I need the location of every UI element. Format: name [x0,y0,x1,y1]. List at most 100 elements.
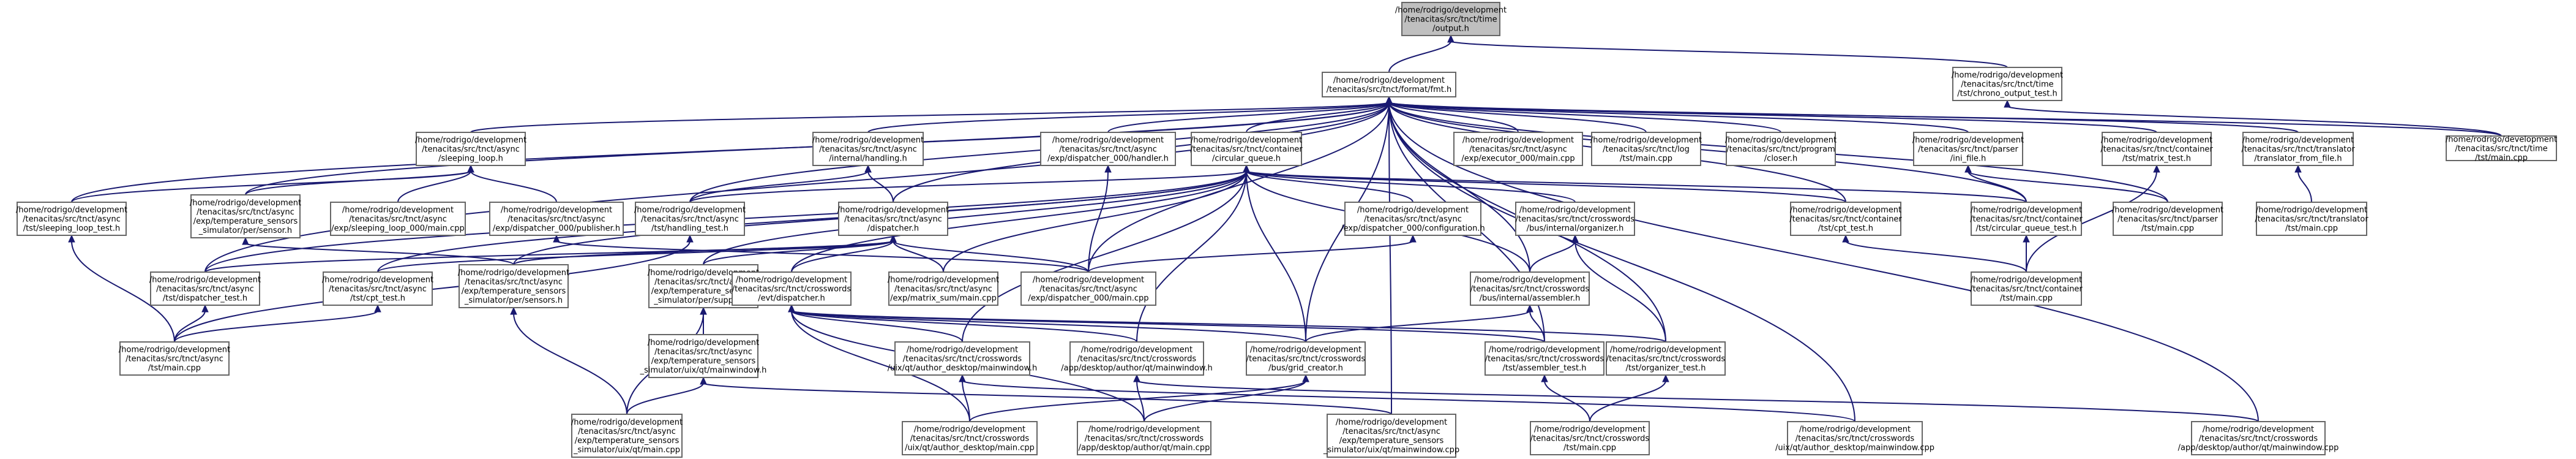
file-node[interactable]: /home/rodrigo/development/tenacitas/src/… [1470,271,1590,306]
file-node[interactable]: /home/rodrigo/development/tenacitas/src/… [2178,421,2339,455]
file-node[interactable]: /home/rodrigo/development/tenacitas/src/… [415,132,526,166]
edge-line [245,243,514,265]
file-node[interactable]: /home/rodrigo/development/tenacitas/src/… [634,202,746,236]
file-node[interactable]: /home/rodrigo/development/tenacitas/src/… [1952,67,2063,101]
file-node[interactable]: /home/rodrigo/development/tenacitas/src/… [1341,202,1485,236]
edge-line [2026,170,2157,273]
node-label-line: /home/rodrigo/development [2101,136,2212,145]
edge-line [791,310,963,343]
file-node[interactable]: /home/rodrigo/development/tenacitas/src/… [190,194,301,238]
file-node[interactable]: /home/rodrigo/development/tenacitas/src/… [1323,414,1459,458]
node-label-line: /home/rodrigo/development [888,276,999,285]
dependency-edge [959,374,1855,422]
node-label-line: /tenacitas/src/tnct/async [422,145,520,154]
file-node[interactable]: /home/rodrigo/development/tenacitas/src/… [2255,202,2368,236]
dependency-edge [2004,99,2502,137]
file-node[interactable]: /home/rodrigo/development/tenacitas/src/… [322,271,433,306]
file-node[interactable]: /home/rodrigo/development/tenacitas/src/… [1515,202,1635,236]
file-node[interactable]: /home/rodrigo/development/tenacitas/src/… [119,341,230,376]
file-node[interactable]: /home/rodrigo/development/tenacitas/src/… [1606,341,1726,376]
file-node[interactable]: /home/rodrigo/development/tenacitas/src/… [571,414,683,458]
node-label-line: /home/rodrigo/development [16,206,127,215]
file-node[interactable]: /home/rodrigo/development/tenacitas/src/… [1485,341,1604,376]
file-node[interactable]: /home/rodrigo/development/tenacitas/src/… [1775,421,1934,455]
file-node[interactable]: /home/rodrigo/development/tenacitas/src/… [2446,135,2557,163]
node-label-line: /exp/dispatcher_000/main.cpp [1028,294,1148,303]
node-label-line: /home/rodrigo/development [1519,206,1631,215]
file-node[interactable]: /home/rodrigo/development/tenacitas/src/… [888,341,1038,376]
file-node[interactable]: /home/rodrigo/development/tenacitas/src/… [902,421,1038,455]
file-node[interactable]: /home/rodrigo/development/tenacitas/src/… [1970,271,2083,306]
file-node[interactable]: /home/rodrigo/development/tenacitas/src/… [1912,132,2024,166]
file-node[interactable]: /home/rodrigo/development/tenacitas/src/… [640,334,767,378]
file-node[interactable]: /home/rodrigo/development/tenacitas/src/… [1190,132,1303,166]
dependency-edge [1842,234,2027,273]
file-node[interactable]: /home/rodrigo/development/tenacitas/src/… [458,264,569,308]
edge-line [1305,310,1530,343]
node-box [1077,421,1211,455]
file-node[interactable]: /home/rodrigo/development/tenacitas/src/… [888,271,999,306]
file-node[interactable]: /home/rodrigo/development/tenacitas/src/… [1040,132,1176,166]
node-label-line: /home/rodrigo/development [1081,346,1193,355]
edge-line [513,240,894,265]
file-node[interactable]: /home/rodrigo/development/tenacitas/src/… [330,202,466,236]
edge-line [1388,40,1451,73]
node-box [838,202,948,236]
file-node[interactable]: /home/rodrigo/development/tenacitas/src/… [837,202,949,236]
edge-line [1246,102,1390,133]
node-box [1485,341,1604,376]
node-label-line: /tenacitas/src/tnct/async [654,347,752,357]
arrow-head-icon [700,376,707,385]
node-label-line: /tenacitas/src/tnct/container [1970,215,2083,224]
edge-line [791,240,894,273]
file-node[interactable]: /home/rodrigo/development/tenacitas/src/… [16,202,127,236]
arrow-head-icon [2294,164,2302,173]
edge-line [377,240,894,273]
file-node[interactable]: /home/rodrigo/development/tenacitas/src/… [1725,132,1837,166]
file-node[interactable]: /home/rodrigo/development/tenacitas/src/… [1453,132,1583,166]
dependency-edge [1388,34,1455,73]
file-node[interactable]: /home/rodrigo/development/tenacitas/src/… [1590,132,1702,166]
node-label-line: /home/rodrigo/development [322,276,433,285]
file-node[interactable]: /home/rodrigo/development/tenacitas/src/… [149,271,261,306]
node-label-line: /exp/dispatcher_000/configuration.h [1341,224,1485,233]
edge-line [1589,380,1666,422]
file-node[interactable]: /home/rodrigo/development/tenacitas/src/… [1322,72,1456,97]
node-label-line: /tst/main.cpp [1563,444,1616,453]
node-box [1913,132,2023,166]
node-label-line: /home/rodrigo/development [2242,136,2354,145]
node-label-line: _simulator/per/sensor.h [198,226,292,235]
file-node[interactable]: /home/rodrigo/development/tenacitas/src/… [2112,202,2223,236]
edge-line [943,170,1247,273]
node-label-line: /tst/main.cpp [2475,154,2528,163]
node-label-line: /tst/main.cpp [1620,154,1672,164]
file-node[interactable]: /home/rodrigo/development/tenacitas/src/… [732,271,852,306]
file-node[interactable]: /home/rodrigo/development/tenacitas/src/… [1061,341,1213,376]
dependency-edge [1088,234,1417,273]
file-node[interactable]: /home/rodrigo/development/tenacitas/src/… [489,202,624,236]
file-node[interactable]: /home/rodrigo/development/tenacitas/src/… [2100,132,2213,166]
node-label-line: /home/rodrigo/development [1912,136,2024,145]
file-node[interactable]: /home/rodrigo/development/tenacitas/src/… [1246,341,1366,376]
file-node[interactable]: /home/rodrigo/development/tenacitas/src/… [1970,202,2083,236]
root-file-node[interactable]: /home/rodrigo/development/tenacitas/src/… [1395,2,1507,36]
dependency-edge [788,304,1666,343]
file-node[interactable]: /home/rodrigo/development/tenacitas/src/… [2241,132,2355,166]
file-node[interactable]: /home/rodrigo/development/tenacitas/src/… [1077,421,1211,455]
node-box [190,194,301,238]
dependency-edge [864,164,894,203]
dependency-edge [1385,96,2502,137]
arrow-head-icon [467,164,474,173]
dependency-edge [700,376,1392,415]
file-node[interactable]: /home/rodrigo/development/tenacitas/src/… [1020,271,1156,306]
edge-line [397,170,471,203]
node-label-line: /home/rodrigo/development [2256,206,2367,215]
node-label-line: /bus/internal/organizer.h [1527,224,1624,233]
file-node[interactable]: /home/rodrigo/development/tenacitas/src/… [1530,421,1650,455]
file-node[interactable]: /home/rodrigo/development/tenacitas/src/… [812,132,924,166]
dependency-edge [689,164,1250,203]
node-label-line: /sleeping_loop.h [438,154,503,164]
node-label-line: /exp/temperature_sensors [462,287,566,296]
file-node[interactable]: /home/rodrigo/development/tenacitas/src/… [1789,202,1902,236]
node-box [732,271,852,306]
